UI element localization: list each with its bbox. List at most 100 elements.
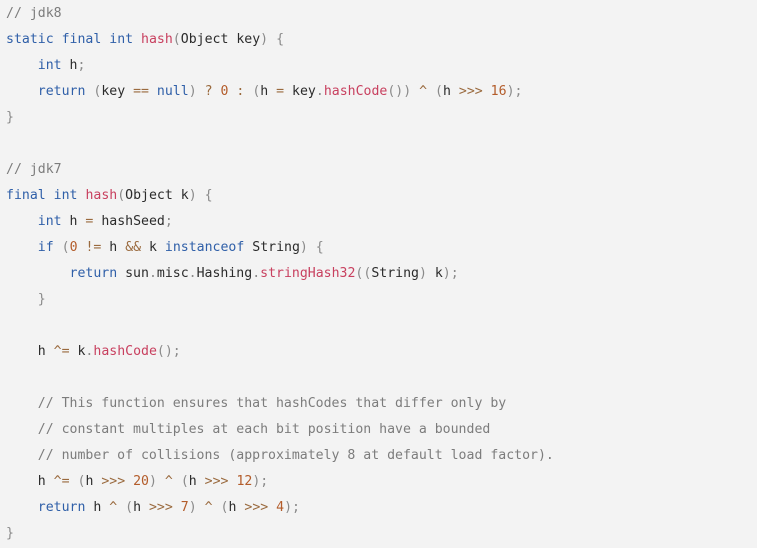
code-token-number: 4 — [276, 500, 285, 515]
code-token-function: hashCode — [323, 84, 388, 99]
code-token-keyword: int — [37, 214, 62, 229]
code-token-plain: h — [101, 240, 126, 255]
code-line: // jdk8 — [6, 1, 62, 27]
code-line: } — [6, 287, 46, 313]
code-token-plain — [46, 188, 54, 203]
code-token-plain — [54, 240, 62, 255]
code-token-punctuation: ) — [149, 474, 157, 489]
code-token-plain — [197, 188, 205, 203]
code-token-plain — [173, 500, 181, 515]
code-token-comment: // constant multiples at each bit positi… — [37, 422, 491, 437]
code-token-operator: = — [85, 214, 94, 229]
code-token-operator: >>> — [244, 500, 269, 515]
code-token-plain — [6, 396, 38, 411]
code-token-punctuation: ); — [442, 266, 459, 281]
code-token-punctuation: { — [315, 240, 324, 255]
code-token-plain: misc — [156, 266, 189, 281]
code-token-punctuation: ) — [188, 500, 197, 515]
code-token-operator: : — [236, 84, 245, 99]
code-token-operator: != — [85, 240, 102, 255]
code-token-keyword: instanceof — [164, 240, 245, 255]
code-token-punctuation: ); — [506, 84, 523, 99]
code-token-punctuation: ( — [93, 84, 102, 99]
code-token-operator: ^ — [164, 474, 173, 489]
code-token-punctuation: . — [315, 84, 324, 99]
code-token-plain: Object k — [125, 188, 189, 203]
code-token-punctuation: { — [276, 32, 285, 47]
code-token-function: hash — [141, 32, 173, 47]
code-token-operator: >>> — [101, 474, 126, 489]
code-line: // jdk7 — [6, 157, 62, 183]
code-token-function: hash — [85, 188, 118, 203]
code-token-comment: // This function ensures that hashCodes … — [37, 396, 507, 411]
code-token-plain: hashSeed — [93, 214, 165, 229]
code-token-punctuation: { — [204, 188, 213, 203]
code-token-keyword: int — [53, 188, 78, 203]
code-token-plain — [411, 84, 419, 99]
code-token-plain — [6, 448, 38, 463]
code-token-comment: // jdk7 — [6, 162, 62, 177]
code-token-plain — [6, 500, 38, 515]
code-line: int h; — [6, 53, 86, 79]
code-line: static final int hash(Object key) { — [6, 27, 284, 53]
code-token-punctuation: } — [6, 110, 14, 125]
code-token-punctuation: ( — [77, 474, 86, 489]
code-token-plain: h — [6, 344, 54, 359]
code-token-punctuation: ( — [435, 84, 443, 99]
code-token-plain: h — [133, 500, 149, 515]
code-token-plain — [6, 214, 38, 229]
code-token-punctuation: ); — [252, 474, 269, 489]
code-token-plain — [173, 474, 181, 489]
code-token-plain — [427, 84, 435, 99]
code-token-plain: h — [6, 474, 54, 489]
code-line: } — [6, 105, 14, 131]
code-token-plain: k — [426, 266, 443, 281]
code-token-keyword: null — [156, 84, 189, 99]
code-token-operator: && — [125, 240, 142, 255]
code-token-keyword: int — [37, 58, 62, 73]
code-line: return sun.misc.Hashing.stringHash32((St… — [6, 261, 459, 287]
code-line: final int hash(Object k) { — [6, 183, 213, 209]
code-token-plain — [6, 292, 38, 307]
code-token-punctuation: ) — [188, 84, 197, 99]
code-token-punctuation: . — [85, 344, 94, 359]
code-token-keyword: int — [109, 32, 134, 47]
code-line: return h ^ (h >>> 7) ^ (h >>> 4); — [6, 495, 300, 521]
code-token-keyword: final — [61, 32, 102, 47]
code-token-number: 7 — [180, 500, 189, 515]
code-token-function: stringHash32 — [260, 266, 356, 281]
code-token-plain: Object key — [180, 32, 261, 47]
code-token-punctuation: ( — [220, 500, 229, 515]
code-token-plain — [133, 32, 141, 47]
code-token-plain: h — [260, 84, 277, 99]
code-token-plain — [117, 500, 125, 515]
code-token-punctuation: ) — [418, 266, 427, 281]
code-token-operator: ^= — [53, 344, 70, 359]
code-token-plain: String — [371, 266, 419, 281]
code-token-operator: ^ — [109, 500, 118, 515]
code-token-operator: >>> — [148, 500, 173, 515]
code-token-plain: k — [69, 344, 86, 359]
code-token-plain: h — [188, 474, 205, 489]
code-token-plain — [54, 32, 62, 47]
code-token-operator: >>> — [458, 84, 483, 99]
code-token-plain: h — [228, 500, 245, 515]
code-token-operator: ? — [204, 84, 213, 99]
code-token-punctuation: . — [188, 266, 197, 281]
code-token-punctuation: ) — [188, 188, 197, 203]
code-token-number: 16 — [490, 84, 507, 99]
code-token-punctuation: ()) — [387, 84, 412, 99]
code-token-plain: k — [141, 240, 165, 255]
code-line: h ^= (h >>> 20) ^ (h >>> 12); — [6, 469, 268, 495]
code-token-plain — [6, 58, 38, 73]
code-token-plain — [149, 84, 157, 99]
code-token-plain — [483, 84, 491, 99]
code-token-plain — [157, 474, 165, 489]
code-token-punctuation: ( — [61, 240, 70, 255]
code-line: // number of collisions (approximately 8… — [6, 443, 554, 469]
code-token-plain — [213, 500, 221, 515]
code-token-plain: h — [85, 500, 110, 515]
code-token-punctuation: ( — [117, 188, 126, 203]
code-token-punctuation: . — [148, 266, 157, 281]
code-token-plain — [197, 500, 205, 515]
